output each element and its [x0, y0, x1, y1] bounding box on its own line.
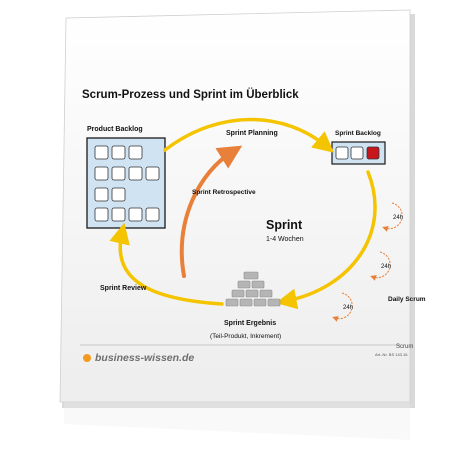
sprint-backlog-item: [350, 146, 364, 160]
brand-name: business-wissen.de: [95, 352, 195, 364]
sheet-reflection: [64, 402, 410, 440]
backlog-item: [145, 166, 160, 181]
daily-cycle-1: [382, 202, 403, 232]
arrow-sprint-planning: [163, 117, 335, 153]
backlog-item: [111, 207, 126, 222]
arrow-sprint-review: [109, 222, 224, 306]
backlog-item: [145, 207, 160, 222]
backlog-item: [94, 145, 109, 160]
arrow-sprint-execution: [275, 170, 377, 310]
product-backlog-items: [94, 145, 160, 222]
product-backlog-label: Product Backlog: [87, 126, 143, 133]
sprint-review-label: Sprint Review: [100, 285, 147, 292]
daily-scrum-cycles: [332, 202, 403, 322]
sprint-planning-label: Sprint Planning: [226, 130, 278, 137]
backlog-item: [111, 166, 126, 181]
arrow-sprint-retrospective: [179, 145, 243, 278]
daily-scrum-label: Daily Scrum: [388, 296, 426, 303]
backlog-item: [94, 187, 109, 202]
backlog-item: [111, 145, 126, 160]
sprint-backlog-item: [335, 146, 349, 160]
backlog-item: [128, 207, 143, 222]
sprint-backlog-item-done: [366, 146, 380, 160]
daily-cycle-label: 24h: [381, 264, 392, 270]
sprint-cycle: [109, 117, 377, 310]
backlog-item: [94, 166, 109, 181]
paper-sheet: [59, 9, 411, 403]
sprint-result-label: Sprint Ergebnis: [224, 320, 277, 327]
sprint-duration-label: 1-4 Wochen: [266, 236, 304, 243]
backlog-item: [128, 145, 143, 160]
backlog-item: [94, 207, 109, 222]
backlog-item: [111, 187, 126, 202]
daily-cycle-label: 24h: [343, 305, 354, 311]
brand-logo: business-wissen.de: [83, 352, 194, 364]
daily-cycle-label: 24h: [393, 215, 404, 221]
sprint-result-icon: [225, 271, 281, 307]
footer-article-number: Art.-Nr. BS 143.16: [375, 352, 408, 357]
brand-dot-icon: [83, 354, 91, 362]
page-title: Scrum-Prozess und Sprint im Überblick: [82, 89, 299, 101]
sprint-backlog-board: [331, 141, 386, 165]
sprint-retrospective-label: Sprint Retrospective: [192, 189, 256, 196]
footer-doc-name: Scrum: [396, 344, 414, 350]
sprint-backlog-label: Sprint Backlog: [335, 130, 381, 137]
daily-cycle-3: [332, 292, 353, 322]
sprint-label: Sprint: [266, 218, 303, 232]
backlog-item: [128, 166, 143, 181]
product-backlog-board: [86, 137, 166, 229]
sprint-result-sublabel: (Teil-Produkt, Inkrement): [210, 333, 282, 340]
daily-cycle-2: [370, 251, 391, 281]
